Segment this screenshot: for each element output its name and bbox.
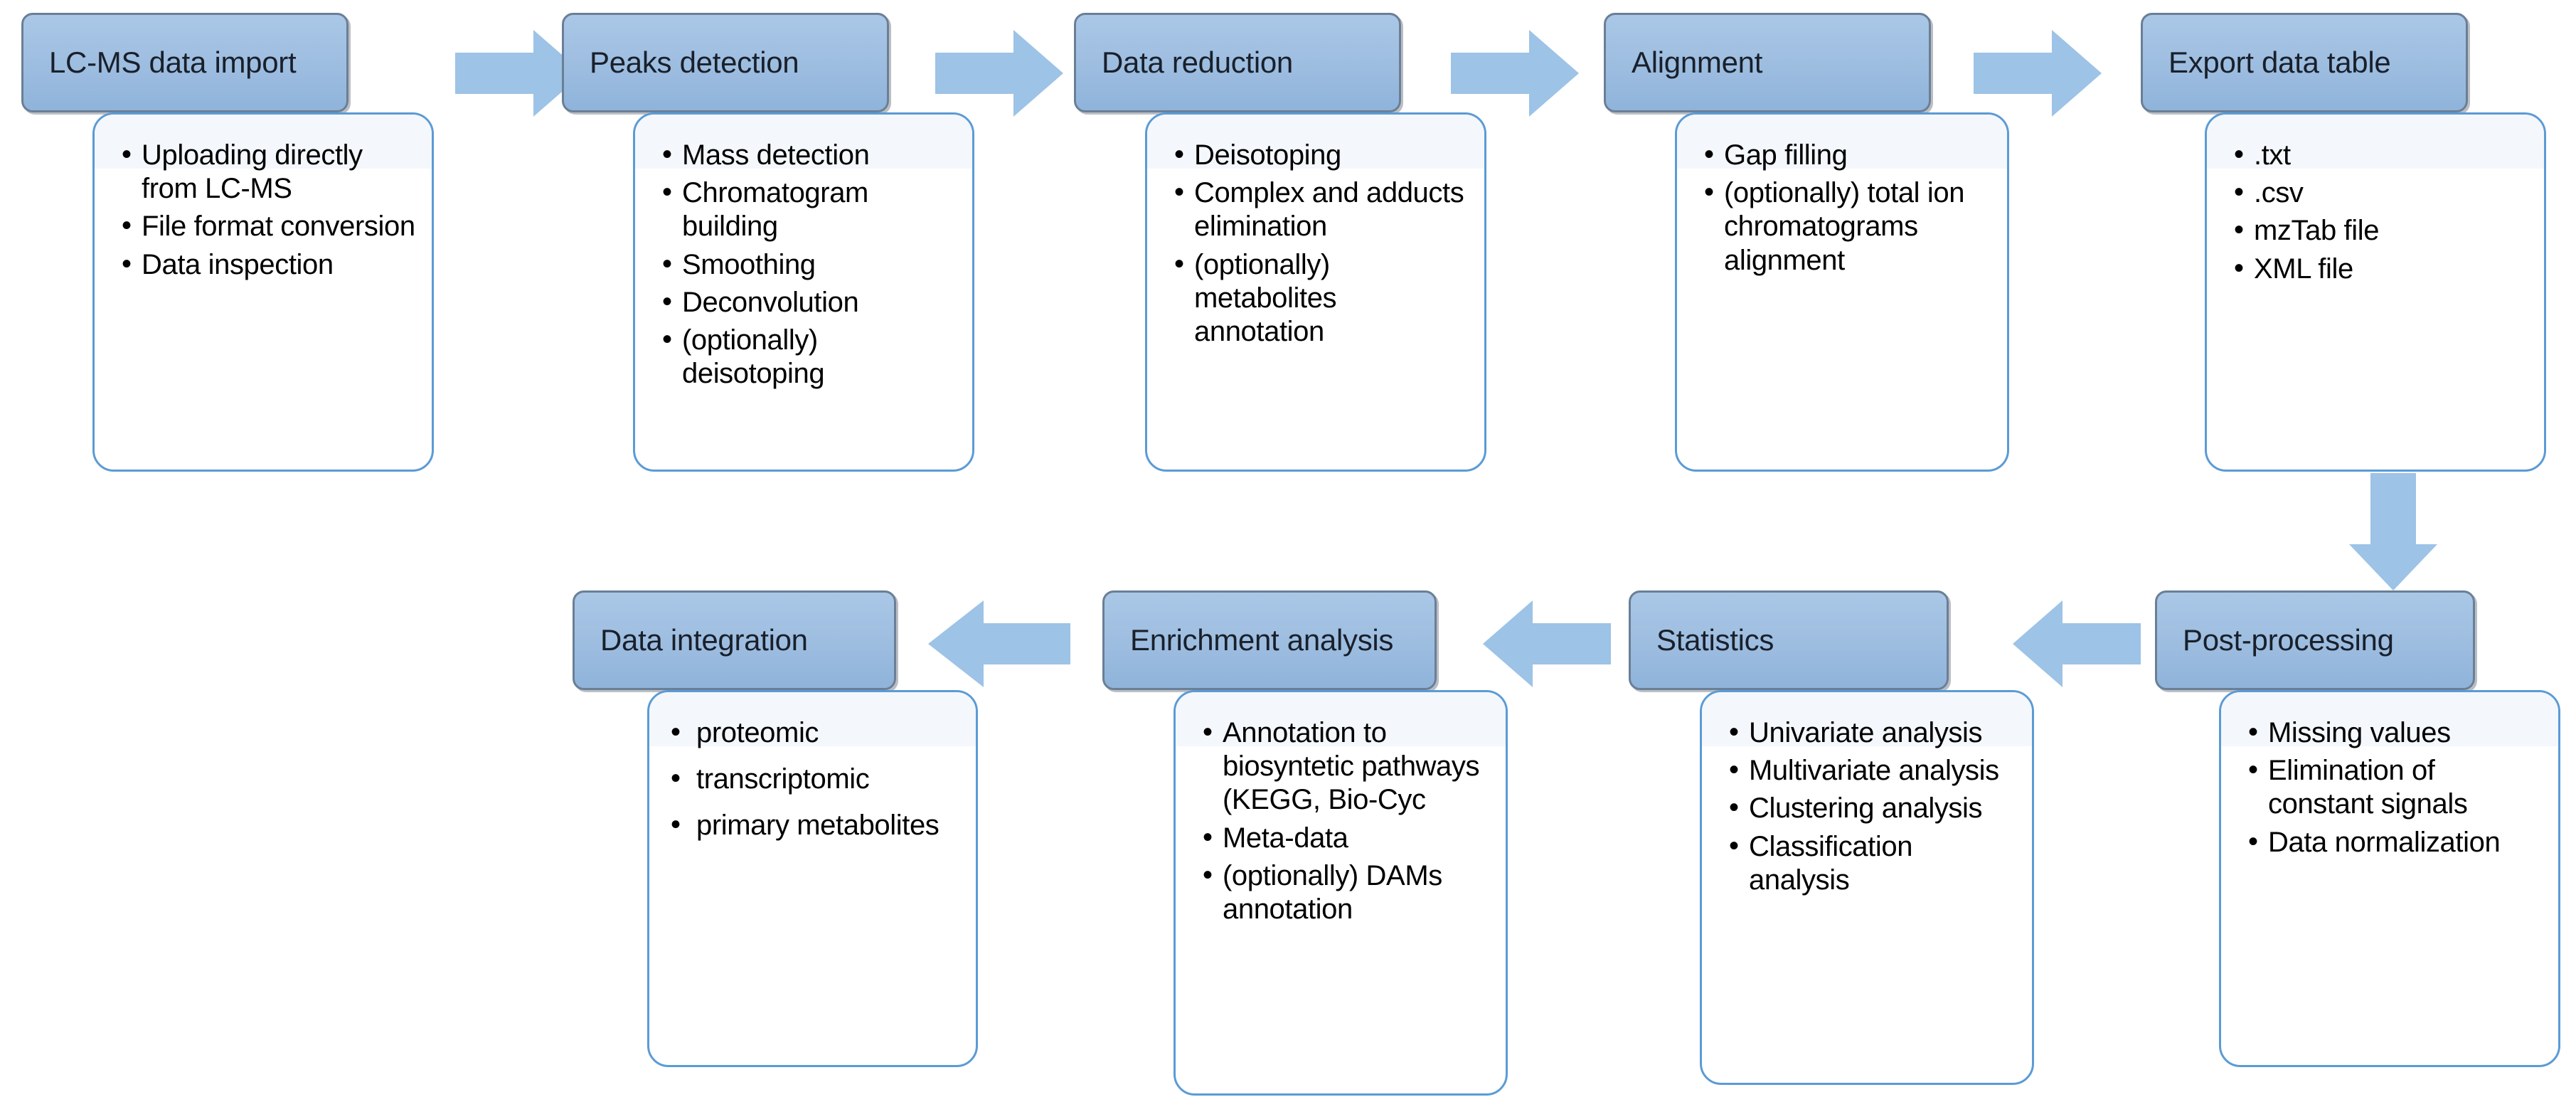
- list-item: Annotation to biosyntetic pathways (KEGG…: [1203, 716, 1494, 817]
- list-item: Deconvolution: [662, 285, 961, 319]
- stage-title: Statistics: [1656, 622, 1774, 657]
- list-item: .txt: [2234, 138, 2533, 172]
- stage-title: Enrichment analysis: [1130, 622, 1394, 657]
- list-item: Classification analysis: [1729, 830, 2021, 897]
- list-item: Deisotoping: [1174, 138, 1473, 172]
- bullet-list: Deisotoping Complex and adducts eliminat…: [1147, 115, 1484, 349]
- stage-card-data-reduction: Deisotoping Complex and adducts eliminat…: [1145, 112, 1486, 472]
- stage-statistics: Statistics Univariate analysis Multivari…: [1629, 590, 2055, 1085]
- stage-title: LC-MS data import: [49, 45, 297, 79]
- stage-post-processing: Post-processing Missing values Eliminati…: [2155, 590, 2576, 1074]
- bullet-list: Univariate analysis Multivariate analysi…: [1702, 692, 2032, 897]
- list-item: Elimination of constant signals: [2248, 753, 2547, 821]
- stage-data-reduction: Data reduction Deisotoping Complex and a…: [1074, 13, 1501, 472]
- stage-header-alignment[interactable]: Alignment: [1604, 13, 1931, 112]
- list-item: Data normalization: [2248, 825, 2547, 859]
- bullet-list: proteomic transcriptomic primary metabol…: [649, 692, 976, 843]
- arrow-left-postprocessing-to-statistics: [2013, 598, 2141, 690]
- list-item: Complex and adducts elimination: [1174, 176, 1473, 243]
- bullet-list: Missing values Elimination of constant s…: [2221, 692, 2558, 859]
- stage-header-data-integration[interactable]: Data integration: [573, 590, 896, 690]
- list-item: Multivariate analysis: [1729, 753, 2021, 788]
- stage-header-enrichment-analysis[interactable]: Enrichment analysis: [1102, 590, 1437, 690]
- list-item: (optionally) deisotoping: [662, 323, 961, 391]
- list-item: transcriptomic: [671, 762, 964, 796]
- list-item: Gap filling: [1704, 138, 1996, 172]
- stage-header-export-data-table[interactable]: Export data table: [2141, 13, 2468, 112]
- bullet-list: .txt .csv mzTab file XML file: [2207, 115, 2544, 286]
- stage-card-export-data-table: .txt .csv mzTab file XML file: [2205, 112, 2546, 472]
- arrow-right-import-to-peaks: [455, 27, 583, 120]
- arrow-left-enrichment-to-integration: [928, 598, 1070, 690]
- arrow-down-export-to-postprocessing: [2347, 473, 2439, 590]
- stage-data-integration: Data integration proteomic transcriptomi…: [573, 590, 999, 1074]
- stage-export-data-table: Export data table .txt .csv mzTab file X…: [2141, 13, 2567, 472]
- bullet-list: Mass detection Chromatogram building Smo…: [635, 115, 972, 391]
- stage-title: Peaks detection: [590, 45, 799, 79]
- list-item: .csv: [2234, 176, 2533, 210]
- stage-card-statistics: Univariate analysis Multivariate analysi…: [1700, 690, 2034, 1085]
- arrow-right-reduction-to-alignment: [1451, 27, 1579, 120]
- list-item: proteomic: [671, 716, 964, 750]
- stage-header-lc-ms-data-import[interactable]: LC-MS data import: [21, 13, 348, 112]
- list-item: Meta-data: [1203, 821, 1494, 855]
- stage-title: Alignment: [1632, 45, 1763, 79]
- stage-header-post-processing[interactable]: Post-processing: [2155, 590, 2475, 690]
- stage-header-data-reduction[interactable]: Data reduction: [1074, 13, 1401, 112]
- list-item: Chromatogram building: [662, 176, 961, 243]
- list-item: (optionally) total ion chromatograms ali…: [1704, 176, 1996, 277]
- stage-card-alignment: Gap filling (optionally) total ion chrom…: [1675, 112, 2009, 472]
- stage-lc-ms-data-import: LC-MS data import Uploading directly fro…: [21, 13, 448, 472]
- list-item: Clustering analysis: [1729, 791, 2021, 825]
- arrow-right-peaks-to-reduction: [935, 27, 1063, 120]
- stage-title: Post-processing: [2183, 622, 2394, 657]
- stage-card-post-processing: Missing values Elimination of constant s…: [2219, 690, 2560, 1067]
- stage-title: Data reduction: [1102, 45, 1293, 79]
- arrow-left-statistics-to-enrichment: [1483, 598, 1611, 690]
- list-item: (optionally) metabolites annotation: [1174, 248, 1473, 349]
- list-item: Mass detection: [662, 138, 961, 172]
- list-item: Missing values: [2248, 716, 2547, 750]
- stage-alignment: Alignment Gap filling (optionally) total…: [1604, 13, 2031, 472]
- list-item: Smoothing: [662, 248, 961, 282]
- stage-title: Export data table: [2168, 45, 2391, 79]
- stage-peaks-detection: Peaks detection Mass detection Chromatog…: [562, 13, 989, 472]
- list-item: (optionally) DAMs annotation: [1203, 859, 1494, 926]
- stage-card-enrichment-analysis: Annotation to biosyntetic pathways (KEGG…: [1173, 690, 1508, 1096]
- stage-header-peaks-detection[interactable]: Peaks detection: [562, 13, 889, 112]
- bullet-list: Annotation to biosyntetic pathways (KEGG…: [1176, 692, 1506, 926]
- list-item: Univariate analysis: [1729, 716, 2021, 750]
- list-item: Data inspection: [122, 248, 420, 282]
- stage-card-lc-ms-data-import: Uploading directly from LC-MS File forma…: [92, 112, 434, 472]
- bullet-list: Gap filling (optionally) total ion chrom…: [1677, 115, 2007, 277]
- stage-card-peaks-detection: Mass detection Chromatogram building Smo…: [633, 112, 974, 472]
- stage-title: Data integration: [600, 622, 808, 657]
- list-item: File format conversion: [122, 209, 420, 243]
- list-item: primary metabolites: [671, 808, 964, 842]
- bullet-list: Uploading directly from LC-MS File forma…: [95, 115, 432, 282]
- stage-enrichment-analysis: Enrichment analysis Annotation to biosyn…: [1102, 590, 1543, 1096]
- stage-header-statistics[interactable]: Statistics: [1629, 590, 1949, 690]
- list-item: mzTab file: [2234, 213, 2533, 248]
- list-item: Uploading directly from LC-MS: [122, 138, 420, 206]
- stage-card-data-integration: proteomic transcriptomic primary metabol…: [647, 690, 978, 1067]
- arrow-right-alignment-to-export: [1974, 27, 2102, 120]
- list-item: XML file: [2234, 252, 2533, 286]
